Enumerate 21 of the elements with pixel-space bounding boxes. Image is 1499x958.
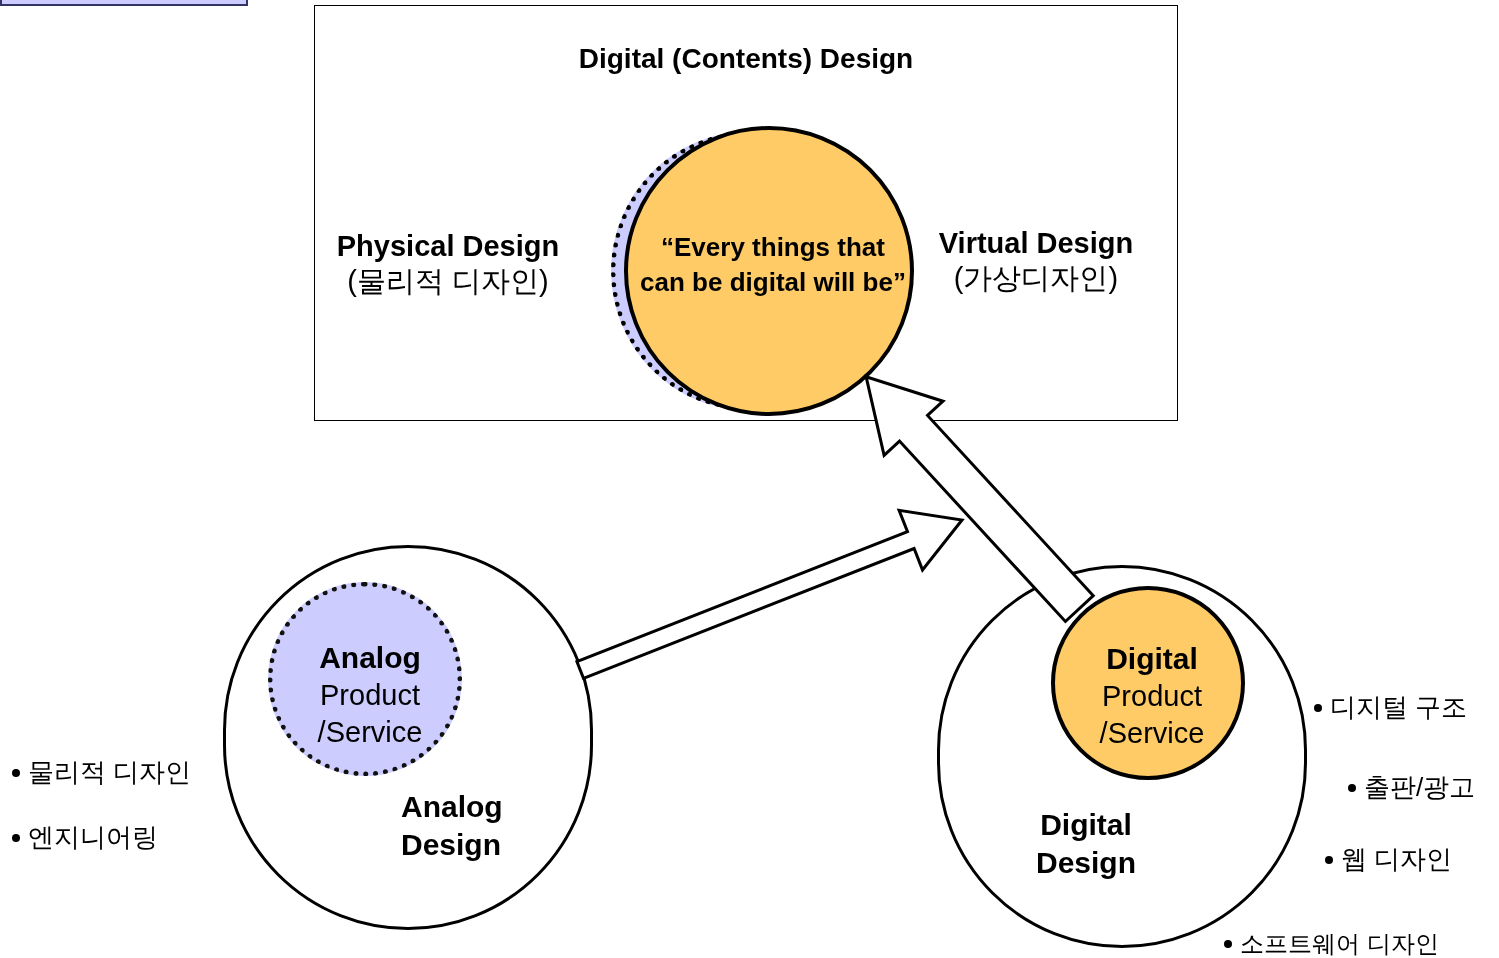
- circle-label: Analog Design: [401, 789, 504, 863]
- hollow-arrow: [864, 374, 1096, 624]
- frame-title: Digital (Contents) Design: [577, 42, 915, 76]
- list-item-text: 웹 디자인: [1341, 843, 1453, 876]
- circle-label: Digital: [1105, 641, 1199, 677]
- design-label: (물리적 디자인): [346, 264, 550, 299]
- hollow-arrow: [574, 508, 965, 681]
- list-item-text: 디지털 구조: [1330, 691, 1468, 724]
- list-item-text: 소프트웨어 디자인: [1240, 929, 1439, 958]
- design-label: Virtual Design: [937, 226, 1135, 261]
- frame-box: [314, 5, 1178, 421]
- circle-sublabel: Product /Service: [1098, 679, 1206, 751]
- design-label: (가상디자인): [952, 261, 1120, 296]
- circle-sublabel: Product /Service: [316, 678, 424, 750]
- list-item-text: 출판/광고: [1364, 771, 1476, 804]
- circle-label: Digital Design: [1035, 807, 1137, 881]
- list-item-text: 물리적 디자인: [28, 756, 192, 789]
- quote-text: “Every things that can be digital will be”: [639, 231, 907, 299]
- design-label: Physical Design: [335, 229, 561, 264]
- list-item-text: 엔지니어링: [28, 821, 158, 854]
- circle-label: Analog: [318, 640, 422, 676]
